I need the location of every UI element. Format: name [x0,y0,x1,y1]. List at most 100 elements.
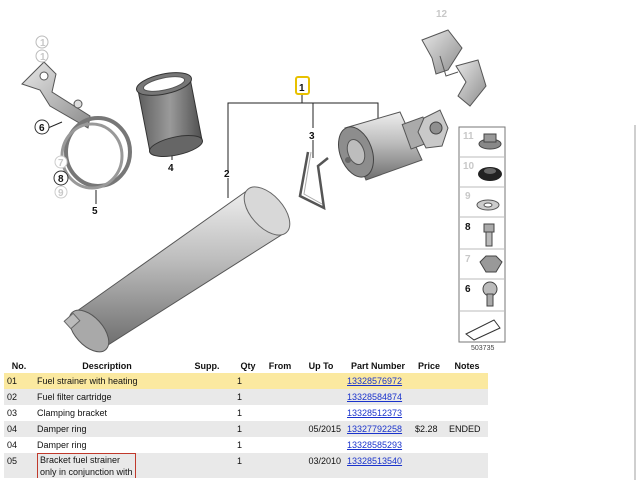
cell-part-number: 13328584874 [344,389,412,405]
cell-price [412,405,446,421]
callout-1: 1 [299,83,305,94]
cell-description: Damper ring [34,437,180,453]
cell-notes [446,453,488,478]
small-part-8: 8 [465,222,471,233]
callout-labels: 1 2 3 4 5 6 8 7 9 1 1 12 11 10 9 8 7 6 5… [34,9,494,352]
cell-qty: 1 [234,421,262,437]
part-number-link[interactable]: 13328513540 [347,456,403,466]
callout-top-b: 1 [40,52,46,63]
callout-7-faded: 7 [58,158,64,169]
callout-5: 5 [92,206,98,217]
cell-part-number: 13328513540 [344,453,412,478]
header-qty: Qty [240,360,256,371]
fuel-strainer-part [338,109,449,181]
cell-no: 04 [4,437,34,453]
description-text: Bracket fuel strainer [40,455,121,465]
clamping-bracket-part [298,151,329,211]
part-number-link[interactable]: 13327792258 [347,424,403,434]
callout-9-faded: 9 [58,188,64,199]
small-parts-column [458,126,506,343]
cell-description: Bracket fuel strainer only in conjunctio… [34,453,180,478]
part-number-link[interactable]: 13328585293 [347,440,403,450]
cell-notes [446,405,488,421]
leader-lines [47,95,379,204]
header-up-to: Up To [308,360,334,371]
cell-price [412,373,446,389]
table-row[interactable]: 03 Clamping bracket 1 13328512373 [4,405,488,421]
header-notes: Notes [454,360,480,371]
cell-up-to [298,405,344,421]
cell-supp [180,373,234,389]
cell-price [412,389,446,405]
cell-supp [180,405,234,421]
cell-supp [180,437,234,453]
small-part-10: 10 [463,161,475,172]
cell-no: 01 [4,373,34,389]
parts-table: No. Description Supp. Qty From Up To Par… [4,358,488,478]
cell-from [262,373,298,389]
cell-up-to [298,389,344,405]
table-row[interactable]: 05 Bracket fuel strainer only in conjunc… [4,453,488,478]
bracket-fuel-strainer-part [21,61,132,190]
cell-price [412,437,446,453]
cell-up-to: 05/2015 [298,421,344,437]
cell-from [262,421,298,437]
cell-from [262,437,298,453]
cell-part-number: 13328576972 [344,373,412,389]
cell-part-number: 13328512373 [344,405,412,421]
cell-notes [446,389,488,405]
callout-2: 2 [224,169,230,180]
header-part-number: Part Number [350,360,405,371]
callout-4: 4 [168,163,174,174]
cell-description: Clamping bracket [34,405,180,421]
cell-qty: 1 [234,437,262,453]
cell-supp [180,453,234,478]
cell-supp [180,389,234,405]
header-no: No. [11,360,27,371]
callout-8: 8 [58,174,64,185]
callout-12: 12 [436,9,448,20]
description-box: Bracket fuel strainer only in conjunctio… [37,453,136,478]
cell-qty: 1 [234,453,262,478]
cell-description: Damper ring [34,421,180,437]
cell-qty: 1 [234,389,262,405]
part-number-link[interactable]: 13328584874 [347,392,403,402]
cell-part-number: 13328585293 [344,437,412,453]
cell-from [262,389,298,405]
callout-top-a: 1 [40,38,46,49]
callout-6: 6 [39,123,45,134]
parts-diagram: 1 2 3 4 5 6 8 7 9 1 1 12 11 10 9 8 7 6 5… [21,9,506,353]
cell-no: 02 [4,389,34,405]
table-row[interactable]: 04 Damper ring 1 05/2015 13327792258 $2.… [4,421,488,437]
clip-holder-part [421,29,487,107]
part-number-link[interactable]: 13328512373 [347,408,403,418]
description-note: only in conjunction with [40,467,133,477]
cell-notes: ENDED [446,421,488,437]
table-row[interactable]: 04 Damper ring 1 13328585293 [4,437,488,453]
table-header-row: No. Description Supp. Qty From Up To Par… [4,358,488,373]
cell-qty: 1 [234,373,262,389]
table-row[interactable]: 01 Fuel strainer with heating 1 13328576… [4,373,488,389]
cell-notes [446,437,488,453]
cell-description: Fuel strainer with heating [34,373,180,389]
cell-up-to [298,373,344,389]
small-part-6: 6 [465,284,471,295]
fuel-filter-cartridge [63,186,291,353]
table-row[interactable]: 02 Fuel filter cartridge 1 13328584874 [4,389,488,405]
small-part-11: 11 [463,131,474,142]
header-from: From [268,360,292,371]
cell-no: 04 [4,421,34,437]
cell-no: 05 [4,453,34,478]
small-part-7: 7 [465,254,471,265]
header-price: Price [417,360,441,371]
callout-3: 3 [309,131,315,142]
cell-qty: 1 [234,405,262,421]
cell-no: 03 [4,405,34,421]
header-description: Description [82,360,132,371]
part-number-link[interactable]: 13328576972 [347,376,403,386]
diagram-number: 503735 [471,345,494,352]
cell-from [262,453,298,478]
page-scrollbar[interactable] [634,125,636,480]
cell-up-to: 03/2010 [298,453,344,478]
cell-price [412,453,446,478]
